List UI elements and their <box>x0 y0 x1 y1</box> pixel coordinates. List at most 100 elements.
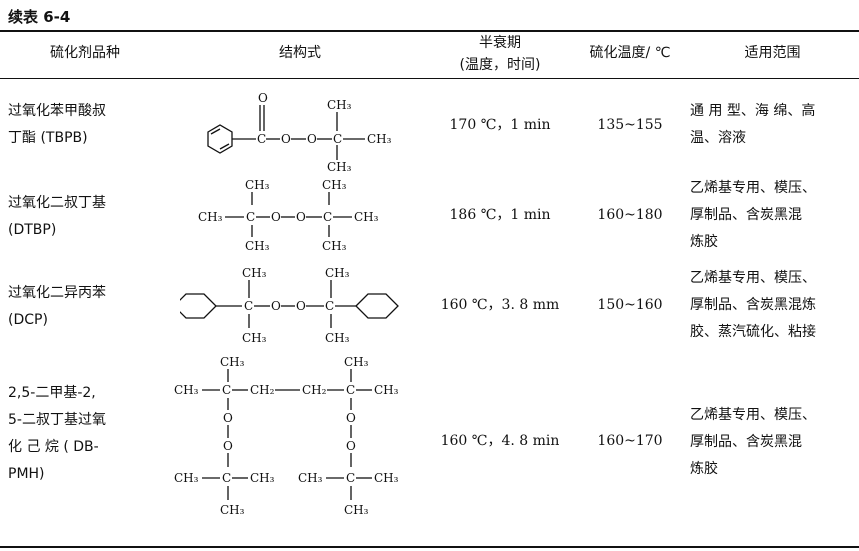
usage-tbpb: 通 用 型、海 绵、高 温、溶液 <box>690 98 850 152</box>
agent-name-dbpmh: 2,5-二甲基-2, 5-二叔丁基过氧 化 己 烷 ( DB- PMH) <box>8 380 168 488</box>
name-line: 丁酯 (TBPB) <box>8 130 88 146</box>
methylene: CH₂ <box>250 383 275 397</box>
methyl: CH₃ <box>198 210 223 224</box>
header-agent: 硫化剂品种 <box>50 45 120 61</box>
name-line: 2,5-二甲基-2, <box>8 385 96 401</box>
name-line: 过氧化二叔丁基 <box>8 195 106 211</box>
usage-dtbp: 乙烯基专用、模压、 厚制品、含炭黑混 炼胶 <box>690 175 850 256</box>
half-life-dcp: 160 ℃，3. 8 mm <box>440 297 560 313</box>
methyl: CH₃ <box>250 471 275 485</box>
atom-o: O <box>271 210 281 224</box>
atom-c: C <box>346 383 355 397</box>
structure-dbpmh: CH₃ CH₃ C CH₂ CH₂ C CH₃ CH₃ O O O O CH₃ … <box>174 355 399 517</box>
usage-line: 乙烯基专用、模压、 <box>690 407 816 423</box>
atom-c: C <box>333 132 342 146</box>
atom-o: O <box>296 299 306 313</box>
usage-line: 厚制品、含炭黑混 <box>690 434 802 450</box>
vulcanizing-agents-table: 硫化剂品种 结构式 半衰期 (温度，时间) 硫化温度/ ℃ 适用范围 过氧化苯甲… <box>0 30 859 548</box>
usage-line: 胶、蒸汽硫化、粘接 <box>690 324 816 340</box>
name-line: PMH) <box>8 466 45 482</box>
methyl: CH₃ <box>367 132 392 146</box>
header-half-life-line1: 半衰期 <box>479 35 521 51</box>
atom-o: O <box>281 132 291 146</box>
atom-o: O <box>307 132 317 146</box>
methyl: CH₃ <box>325 331 350 345</box>
atom-o: O <box>258 91 268 105</box>
benzene-ring <box>355 293 399 319</box>
methyl: CH₃ <box>245 239 270 253</box>
methyl: CH₃ <box>298 471 323 485</box>
atom-o: O <box>346 439 356 453</box>
methyl: CH₃ <box>322 239 347 253</box>
methyl: CH₃ <box>374 471 399 485</box>
header-vulc-temp: 硫化温度/ ℃ <box>589 45 671 61</box>
atom-o: O <box>296 210 306 224</box>
name-line: 化 己 烷 ( DB- <box>8 439 99 455</box>
methyl: CH₃ <box>220 503 245 517</box>
methyl: CH₃ <box>327 98 352 112</box>
table-caption: 续表 6-4 <box>8 8 71 26</box>
methyl: CH₃ <box>322 178 347 192</box>
methyl: CH₃ <box>220 355 245 369</box>
half-life-dtbp: 186 ℃，1 min <box>449 207 551 223</box>
agent-name-dtbp: 过氧化二叔丁基 (DTBP) <box>8 190 168 244</box>
top-rule <box>0 30 859 32</box>
usage-line: 厚制品、含炭黑混 <box>690 207 802 223</box>
atom-c: C <box>257 132 266 146</box>
header-half-life: 半衰期 (温度，时间) <box>430 32 570 76</box>
header-usage: 适用范围 <box>744 45 801 61</box>
usage-dcp: 乙烯基专用、模压、 厚制品、含炭黑混炼 胶、蒸汽硫化、粘接 <box>690 265 850 346</box>
methyl: CH₃ <box>354 210 379 224</box>
methyl: CH₃ <box>344 355 369 369</box>
atom-c: C <box>346 471 355 485</box>
usage-line: 温、溶液 <box>690 130 746 146</box>
structure-dcp: CH₃ C O O CH₃ C CH₃ CH₃ <box>180 266 399 345</box>
methyl: CH₃ <box>374 383 399 397</box>
header-rule <box>0 78 859 79</box>
atom-o: O <box>223 411 233 425</box>
structure-dtbp: CH₃ CH₃ C O O C CH₃ CH₃ CH₃ CH₃ <box>198 178 379 253</box>
structure-tbpb: C O O O C CH₃ CH₃ CH₃ <box>207 91 392 172</box>
half-life-tbpb: 170 ℃，1 min <box>449 117 551 133</box>
methyl: CH₃ <box>174 471 199 485</box>
methyl: CH₃ <box>245 178 270 192</box>
usage-line: 厚制品、含炭黑混炼 <box>690 297 816 313</box>
name-line: (DTBP) <box>8 222 57 238</box>
atom-c: C <box>222 471 231 485</box>
header-structure: 结构式 <box>279 45 321 61</box>
half-life-dbpmh: 160 ℃，4. 8 min <box>440 433 560 449</box>
name-line: 过氧化苯甲酸叔 <box>8 103 106 119</box>
vulc-temp-dbpmh: 160~170 <box>597 433 663 449</box>
usage-line: 乙烯基专用、模压、 <box>690 180 816 196</box>
methyl: CH₃ <box>325 266 350 280</box>
atom-c: C <box>222 383 231 397</box>
benzene-ring <box>180 293 217 319</box>
name-line: (DCP) <box>8 312 48 328</box>
vulc-temp-tbpb: 135~155 <box>597 117 663 133</box>
methyl: CH₃ <box>242 266 267 280</box>
usage-line: 乙烯基专用、模压、 <box>690 270 816 286</box>
usage-line: 炼胶 <box>690 461 718 477</box>
methyl: CH₃ <box>242 331 267 345</box>
atom-o: O <box>346 411 356 425</box>
usage-dbpmh: 乙烯基专用、模压、 厚制品、含炭黑混 炼胶 <box>690 402 850 483</box>
name-line: 5-二叔丁基过氧 <box>8 412 106 428</box>
atom-o: O <box>223 439 233 453</box>
agent-name-dcp: 过氧化二异丙苯 (DCP) <box>8 280 168 334</box>
benzene-ring <box>207 124 233 154</box>
usage-line: 通 用 型、海 绵、高 <box>690 103 816 119</box>
name-line: 过氧化二异丙苯 <box>8 285 106 301</box>
methyl: CH₃ <box>327 160 352 172</box>
atom-o: O <box>271 299 281 313</box>
methylene: CH₂ <box>302 383 327 397</box>
atom-c: C <box>323 210 332 224</box>
vulc-temp-dcp: 150~160 <box>597 297 663 313</box>
methyl: CH₃ <box>174 383 199 397</box>
bottom-rule <box>0 546 859 548</box>
header-half-life-line2: (温度，时间) <box>459 57 541 73</box>
usage-line: 炼胶 <box>690 234 718 250</box>
agent-name-tbpb: 过氧化苯甲酸叔 丁酯 (TBPB) <box>8 98 168 152</box>
atom-c: C <box>244 299 253 313</box>
methyl: CH₃ <box>344 503 369 517</box>
atom-c: C <box>246 210 255 224</box>
